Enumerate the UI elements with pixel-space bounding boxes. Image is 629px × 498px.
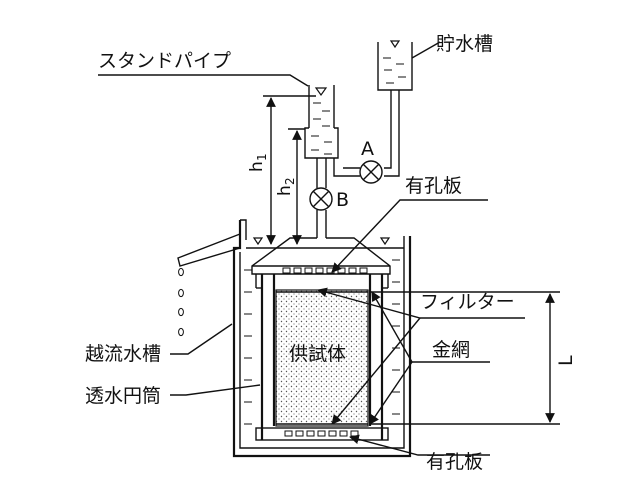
overflow-tank — [177, 219, 412, 458]
label-wire-mesh: 金網 — [432, 339, 470, 361]
label-h2: h — [275, 185, 295, 196]
permeameter-cylinder — [255, 274, 389, 440]
label-valve-a: A — [361, 138, 374, 160]
tank-level-icon-left — [252, 237, 264, 246]
label-h1-group: h 1 — [247, 153, 269, 172]
water-drops — [178, 267, 184, 337]
leader-lines — [170, 199, 525, 456]
reservoir-pipe — [384, 90, 400, 177]
bottom-perforated-plate — [255, 427, 389, 441]
tank-water-right — [392, 259, 400, 415]
valve-b-icon — [309, 187, 333, 211]
label-valve-b: B — [336, 189, 349, 211]
label-h1-sub: 1 — [255, 153, 269, 161]
standpipe — [304, 85, 339, 188]
label-filter: フィルター — [420, 291, 515, 313]
tank-water-left — [244, 269, 252, 425]
label-reservoir: 貯水槽 — [436, 33, 493, 55]
water-level-icon — [389, 40, 401, 49]
label-standpipe: スタンドパイプ — [98, 50, 231, 72]
standpipe-level-icon — [314, 87, 328, 97]
top-cap — [251, 237, 391, 275]
label-length: L — [555, 355, 577, 366]
label-overflow-tank: 越流水槽 — [85, 343, 161, 365]
reservoir-leader — [411, 41, 441, 59]
label-permeameter: 透水円筒 — [85, 385, 161, 407]
l-dimension — [370, 291, 560, 425]
label-h1: h — [247, 161, 267, 172]
h2-dimension — [288, 128, 305, 245]
label-h2-group: h 2 — [275, 177, 297, 196]
label-l-group: L — [555, 355, 577, 366]
reservoir-tank — [377, 40, 413, 91]
tank-level-icon-right — [379, 237, 391, 246]
specimen — [275, 289, 369, 427]
label-perforated-top: 有孔板 — [405, 175, 462, 197]
connecting-pipe — [333, 158, 360, 177]
label-h2-sub: 2 — [283, 177, 297, 185]
top-perforated-plate — [282, 267, 368, 274]
label-specimen: 供試体 — [289, 343, 346, 365]
standpipe-leader — [98, 74, 309, 87]
valve-a-icon — [359, 160, 383, 184]
h1-dimension — [263, 95, 316, 245]
label-perforated-bottom: 有孔板 — [426, 451, 483, 473]
